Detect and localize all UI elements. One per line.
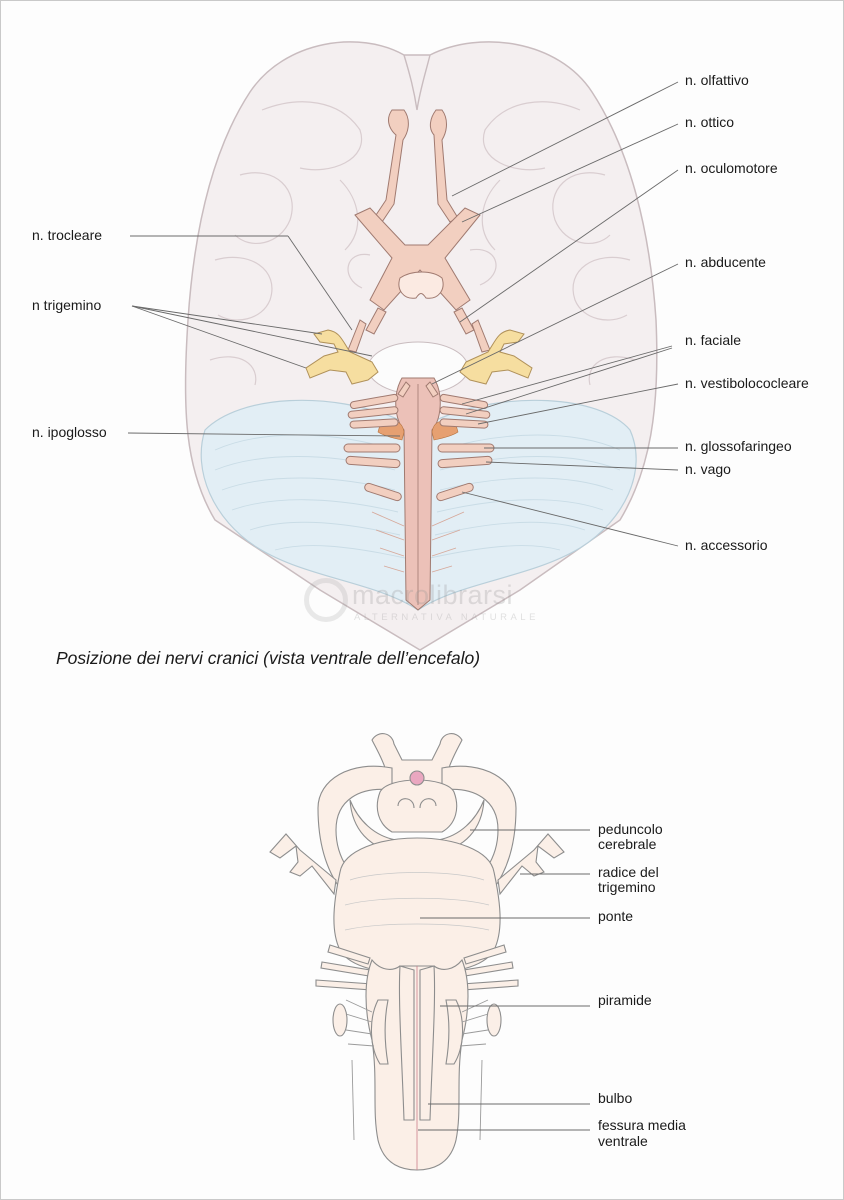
label-ottico: n. ottico <box>685 114 735 130</box>
brain-ventral-view <box>184 41 658 651</box>
brainstem-ventral-view <box>269 733 565 1171</box>
abducent-nerves <box>397 381 439 398</box>
label-fessura-line2: ventrale <box>598 1133 648 1149</box>
label-piramide: piramide <box>598 992 652 1008</box>
lateral-cranial-nerves <box>343 393 495 502</box>
label-glossofaringeo: n. glossofaringeo <box>685 438 792 454</box>
oculomotor-nerves <box>365 307 475 335</box>
pons-bottom <box>333 837 501 975</box>
watermark: macrolibrarsi ALTERNATIVA NATURALE <box>300 578 600 634</box>
trochlear-nerves <box>347 319 491 353</box>
optic-chiasm <box>354 207 481 311</box>
trigeminal-nerve-right <box>459 329 533 385</box>
label-ponte: ponte <box>598 908 634 924</box>
mammillary-region <box>376 779 458 833</box>
top-leader-lines <box>127 81 679 547</box>
watermark-logo-icon <box>304 578 348 622</box>
gyri <box>209 101 636 386</box>
trigeminal-root-left <box>269 833 337 896</box>
label-peduncolo-line2: cerebrale <box>598 836 657 852</box>
figure-caption: Posizione dei nervi cranici (vista ventr… <box>56 648 481 668</box>
label-fessura-line1: fessura media <box>598 1117 686 1133</box>
label-vestibolococleare: n. vestibolococleare <box>685 375 809 391</box>
bottom-leader-lines <box>418 829 590 1131</box>
lower-nerve-roots <box>315 944 519 1037</box>
label-abducente: n. abducente <box>685 254 766 270</box>
longitudinal-fissure <box>403 54 431 111</box>
label-ipoglosso: n. ipoglosso <box>32 424 107 440</box>
label-accessorio: n. accessorio <box>685 537 768 553</box>
label-faciale: n. faciale <box>685 332 742 348</box>
label-olfattivo: n. olfattivo <box>685 72 749 88</box>
label-vago: n. vago <box>685 461 731 477</box>
label-bulbo: bulbo <box>598 1090 633 1106</box>
infundibulum <box>409 770 425 786</box>
mammillary-bodies <box>398 271 444 299</box>
spinal-rootlets <box>371 511 465 573</box>
label-oculomotore: n. oculomotore <box>685 160 778 176</box>
trigeminal-root-right <box>497 833 565 896</box>
watermark-name: macrolibrarsi <box>352 580 514 610</box>
label-trocleare: n. trocleare <box>32 227 103 243</box>
trigeminal-nerve-left <box>305 329 379 385</box>
pyramids <box>398 965 436 1121</box>
label-peduncolo-line1: peduncolo <box>598 821 663 837</box>
label-trigemino: n trigemino <box>32 297 102 313</box>
watermark-tagline: ALTERNATIVA NATURALE <box>354 612 539 623</box>
label-radice-line1: radice del <box>598 864 659 880</box>
label-radice-line2: trigemino <box>598 879 656 895</box>
